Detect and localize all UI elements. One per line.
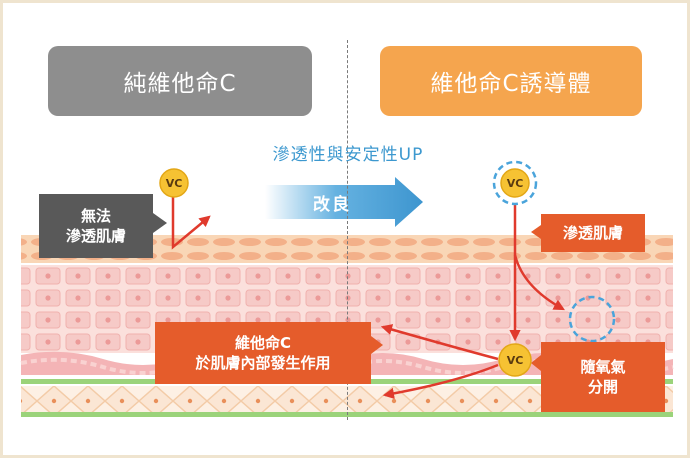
vc-circle-right-top: VC <box>492 160 538 206</box>
spread-arrow-down <box>382 363 499 399</box>
vc-label-right-bottom: VC <box>507 354 524 367</box>
callout-cannot-penetrate: 無法 滲透肌膚 <box>39 194 153 258</box>
callout-pointer-left <box>153 213 167 233</box>
callout-pointer-bottom <box>531 355 541 371</box>
header-pure-vc: 純維他命C <box>48 46 312 116</box>
improvement-title: 滲透性與安定性UP <box>272 145 424 165</box>
vc-circle-right-bottom: VC <box>498 343 532 377</box>
vc-label-right-top: VC <box>507 177 524 190</box>
callout-separate-line2: 分開 <box>587 378 618 396</box>
header-vc-derivative: 維他命C誘導體 <box>380 46 642 116</box>
vc-circle-left: VC <box>159 168 189 198</box>
callout-cannot-penetrate-line1: 無法 <box>80 206 111 225</box>
blocked-arrow <box>171 195 211 250</box>
callout-penetrate-skin: 滲透肌膚 <box>541 214 645 252</box>
callout-cannot-penetrate-line2: 滲透肌膚 <box>65 227 126 245</box>
branch-arrow <box>513 254 565 311</box>
callout-pointer-center <box>371 336 383 354</box>
callout-separate-with-oxygen: 隨氧氣 分開 <box>541 342 665 412</box>
improve-arrow <box>265 177 423 227</box>
separated-carrier-circle <box>568 295 616 343</box>
callout-act-in-skin: 維他命C 於肌膚內部發生作用 <box>155 322 371 384</box>
spread-arrow-up <box>380 324 499 361</box>
callout-act-in-skin-line2: 於肌膚內部發生作用 <box>195 354 331 372</box>
vc-label-left: VC <box>166 177 183 190</box>
center-divider <box>347 40 348 420</box>
callout-act-in-skin-line1: 維他命C <box>234 333 291 352</box>
improvement-arrow-label: 改良 <box>313 195 351 215</box>
callout-separate-line1: 隨氧氣 <box>580 357 626 376</box>
callout-pointer-right <box>531 225 541 239</box>
